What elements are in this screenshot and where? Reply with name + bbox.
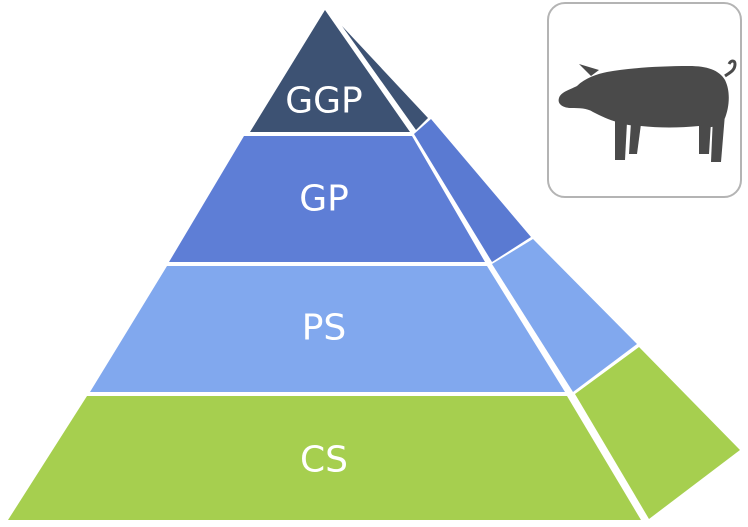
tier-gp-side bbox=[414, 119, 531, 262]
tier-cs-side bbox=[575, 347, 740, 519]
pig-icon bbox=[558, 59, 737, 162]
tier-ggp-front bbox=[250, 10, 410, 132]
tier-ps-label: PS bbox=[302, 308, 347, 349]
pig-icon-frame bbox=[547, 2, 742, 198]
tier-ggp-side bbox=[342, 26, 428, 130]
tier-ps-side bbox=[492, 239, 637, 392]
tier-ps-front bbox=[90, 266, 565, 392]
tier-gp-label: GP bbox=[299, 179, 349, 220]
tier-cs: CS bbox=[8, 347, 740, 520]
tier-cs-front bbox=[8, 396, 641, 520]
tier-ggp: GGP bbox=[250, 10, 428, 132]
tier-cs-label: CS bbox=[300, 440, 348, 481]
tier-gp: GP bbox=[169, 119, 531, 262]
tier-gp-front bbox=[169, 136, 485, 262]
tier-ggp-label: GGP bbox=[285, 81, 363, 122]
tier-ps: PS bbox=[90, 239, 637, 392]
